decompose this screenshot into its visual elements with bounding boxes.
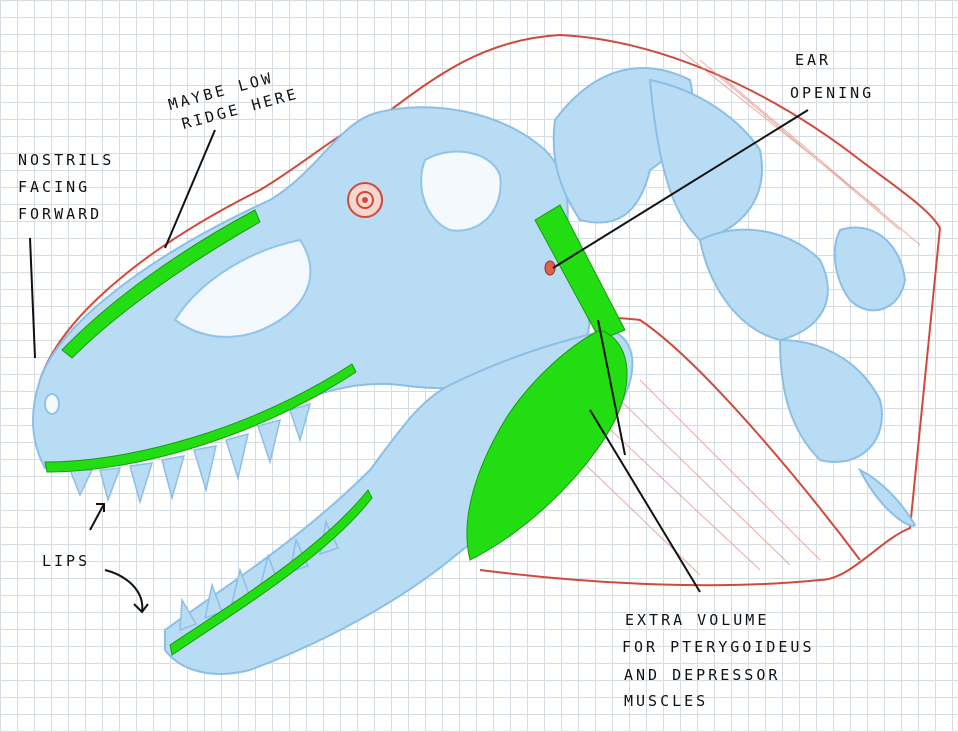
maybe-low-ridge-label: MAYBE LOW RIDGE HERE <box>166 63 300 135</box>
lips-label: LIPS <box>42 552 90 570</box>
ear-opening-label: EAR OPENING <box>790 51 874 102</box>
lips-pointer-upper <box>90 504 104 530</box>
lips-pointer-lower-head <box>134 604 148 612</box>
muscle-pointer-lower <box>590 410 700 592</box>
nostril-pointer <box>30 238 35 358</box>
nostrils-label: NOSTRILS FACING FORWARD <box>18 151 126 223</box>
pupil <box>362 197 368 203</box>
extra-volume-label: EXTRA VOLUME FOR PTERYGOIDEUS AND DEPRES… <box>622 611 827 710</box>
eye <box>348 183 382 217</box>
nostril <box>45 394 59 414</box>
